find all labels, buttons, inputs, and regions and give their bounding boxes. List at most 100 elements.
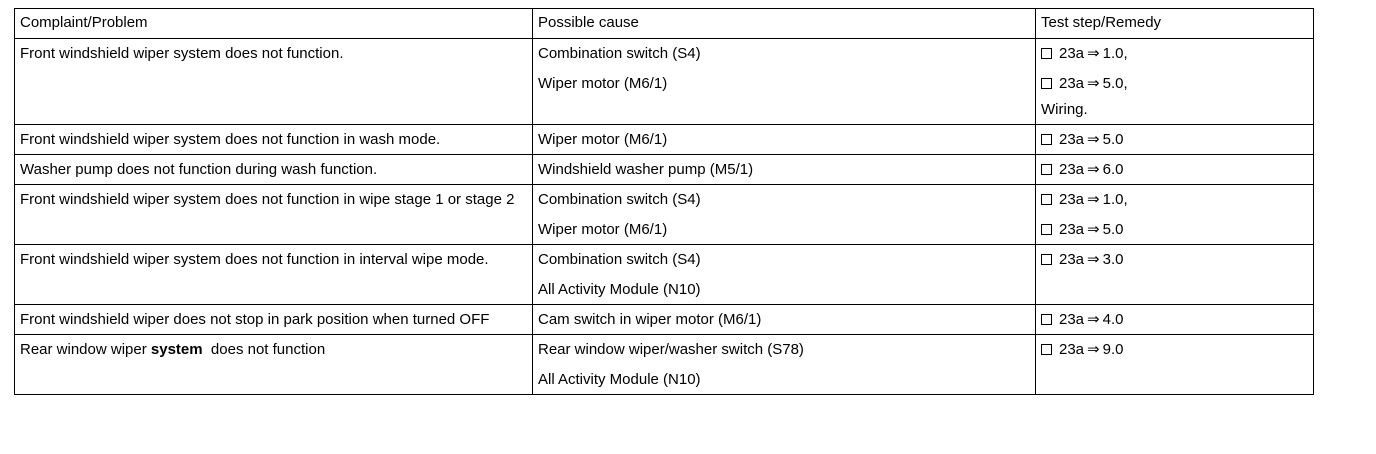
step-ref: 23a — [1059, 191, 1085, 208]
remedy-cell: 23a⇒1.0, 23a⇒5.0, Wiring. — [1035, 38, 1314, 125]
problem-text: Rear window wiper system does not functi… — [20, 341, 325, 358]
cause-cell: Combination switch (S4) All Activity Mod… — [532, 244, 1036, 305]
step-number: 5.0 — [1102, 221, 1124, 238]
test-step: 23a⇒1.0, — [1041, 42, 1308, 66]
remedy-cell: 23a⇒4.0 — [1035, 304, 1314, 335]
arrow-icon: ⇒ — [1087, 221, 1100, 238]
arrow-icon: ⇒ — [1087, 311, 1100, 328]
remedy-note: Wiring. — [1041, 101, 1088, 118]
cause-item: Combination switch (S4) — [538, 251, 701, 268]
problem-text: Front windshield wiper system does not f… — [20, 131, 441, 148]
step-ref: 23a — [1059, 311, 1085, 328]
cause-item: Wiper motor (M6/1) — [538, 75, 668, 92]
cause-item: All Activity Module (N10) — [538, 371, 701, 388]
table-row: Front windshield wiper system does not f… — [14, 124, 1314, 155]
table-row: Rear window wiper system does not functi… — [14, 334, 1314, 395]
remedy-cell: 23a⇒5.0 — [1035, 124, 1314, 155]
test-step: 23a⇒9.0 — [1041, 338, 1308, 362]
problem-text: Front windshield wiper system does not f… — [20, 251, 489, 268]
step-number: 1.0, — [1102, 45, 1128, 62]
problem-cell: Washer pump does not function during was… — [14, 154, 533, 185]
test-step: 23a⇒1.0, — [1041, 188, 1308, 212]
arrow-icon: ⇒ — [1087, 341, 1100, 358]
checkbox-icon — [1041, 48, 1052, 59]
checkbox-icon — [1041, 194, 1052, 205]
arrow-icon: ⇒ — [1087, 251, 1100, 268]
remedy-cell: 23a⇒3.0 — [1035, 244, 1314, 305]
problem-text: Washer pump does not function during was… — [20, 161, 378, 178]
step-ref: 23a — [1059, 251, 1085, 268]
checkbox-icon — [1041, 224, 1052, 235]
problem-text: Front windshield wiper system does not f… — [20, 191, 515, 208]
header-complaint: Complaint/Problem — [14, 8, 533, 39]
cause-item: All Activity Module (N10) — [538, 281, 701, 298]
arrow-icon: ⇒ — [1087, 75, 1100, 92]
problem-text: Front windshield wiper does not stop in … — [20, 311, 490, 328]
remedy-cell: 23a⇒1.0, 23a⇒5.0 — [1035, 184, 1314, 245]
cause-cell: Combination switch (S4) Wiper motor (M6/… — [532, 184, 1036, 245]
test-step: 23a⇒5.0, — [1041, 72, 1308, 96]
test-step: 23a⇒4.0 — [1041, 308, 1308, 332]
arrow-icon: ⇒ — [1087, 191, 1100, 208]
cause-cell: Combination switch (S4) Wiper motor (M6/… — [532, 38, 1036, 125]
step-number: 1.0, — [1102, 191, 1128, 208]
problem-cell: Rear window wiper system does not functi… — [14, 334, 533, 395]
header-row: Complaint/Problem Possible cause Test st… — [14, 8, 1314, 39]
header-cause: Possible cause — [532, 8, 1036, 39]
step-number: 6.0 — [1102, 161, 1124, 178]
cause-item: Cam switch in wiper motor (M6/1) — [538, 311, 762, 328]
step-ref: 23a — [1059, 131, 1085, 148]
cause-item: Wiper motor (M6/1) — [538, 131, 668, 148]
problem-text-pre: Rear window wiper — [20, 341, 151, 358]
checkbox-icon — [1041, 344, 1052, 355]
step-number: 4.0 — [1102, 311, 1124, 328]
test-step: 23a⇒5.0 — [1041, 218, 1308, 242]
cause-item: Wiper motor (M6/1) — [538, 221, 668, 238]
problem-text-bold: system — [150, 341, 203, 358]
checkbox-icon — [1041, 254, 1052, 265]
table-row: Front windshield wiper system does not f… — [14, 184, 1314, 245]
remedy-cell: 23a⇒9.0 — [1035, 334, 1314, 395]
table-row: Front windshield wiper system does not f… — [14, 244, 1314, 305]
cause-cell: Rear window wiper/washer switch (S78) Al… — [532, 334, 1036, 395]
step-number: 5.0, — [1102, 75, 1128, 92]
test-step: 23a⇒6.0 — [1041, 158, 1308, 182]
arrow-icon: ⇒ — [1087, 161, 1100, 178]
remedy-cell: 23a⇒6.0 — [1035, 154, 1314, 185]
test-step: 23a⇒3.0 — [1041, 248, 1308, 272]
cause-item: Combination switch (S4) — [538, 45, 701, 62]
problem-cell: Front windshield wiper system does not f… — [14, 244, 533, 305]
step-ref: 23a — [1059, 221, 1085, 238]
cause-item: Windshield washer pump (M5/1) — [538, 161, 754, 178]
step-number: 9.0 — [1102, 341, 1124, 358]
problem-text-post: does not function — [202, 341, 326, 358]
cause-cell: Wiper motor (M6/1) — [532, 124, 1036, 155]
step-number: 5.0 — [1102, 131, 1124, 148]
cause-item: Rear window wiper/washer switch (S78) — [538, 341, 804, 358]
step-number: 3.0 — [1102, 251, 1124, 268]
step-ref: 23a — [1059, 45, 1085, 62]
step-ref: 23a — [1059, 75, 1085, 92]
cause-item: Combination switch (S4) — [538, 191, 701, 208]
arrow-icon: ⇒ — [1087, 131, 1100, 148]
cause-cell: Windshield washer pump (M5/1) — [532, 154, 1036, 185]
arrow-icon: ⇒ — [1087, 45, 1100, 62]
problem-cell: Front windshield wiper does not stop in … — [14, 304, 533, 335]
table-row: Front windshield wiper system does not f… — [14, 38, 1314, 125]
checkbox-icon — [1041, 78, 1052, 89]
diagnosis-table: Complaint/Problem Possible cause Test st… — [14, 8, 1314, 395]
table-row: Washer pump does not function during was… — [14, 154, 1314, 185]
step-ref: 23a — [1059, 161, 1085, 178]
cause-cell: Cam switch in wiper motor (M6/1) — [532, 304, 1036, 335]
checkbox-icon — [1041, 314, 1052, 325]
problem-cell: Front windshield wiper system does not f… — [14, 38, 533, 125]
step-ref: 23a — [1059, 341, 1085, 358]
checkbox-icon — [1041, 164, 1052, 175]
test-step: 23a⇒5.0 — [1041, 128, 1308, 152]
problem-text: Front windshield wiper system does not f… — [20, 45, 344, 62]
problem-cell: Front windshield wiper system does not f… — [14, 124, 533, 155]
header-remedy: Test step/Remedy — [1035, 8, 1314, 39]
table-row: Front windshield wiper does not stop in … — [14, 304, 1314, 335]
checkbox-icon — [1041, 134, 1052, 145]
problem-cell: Front windshield wiper system does not f… — [14, 184, 533, 245]
